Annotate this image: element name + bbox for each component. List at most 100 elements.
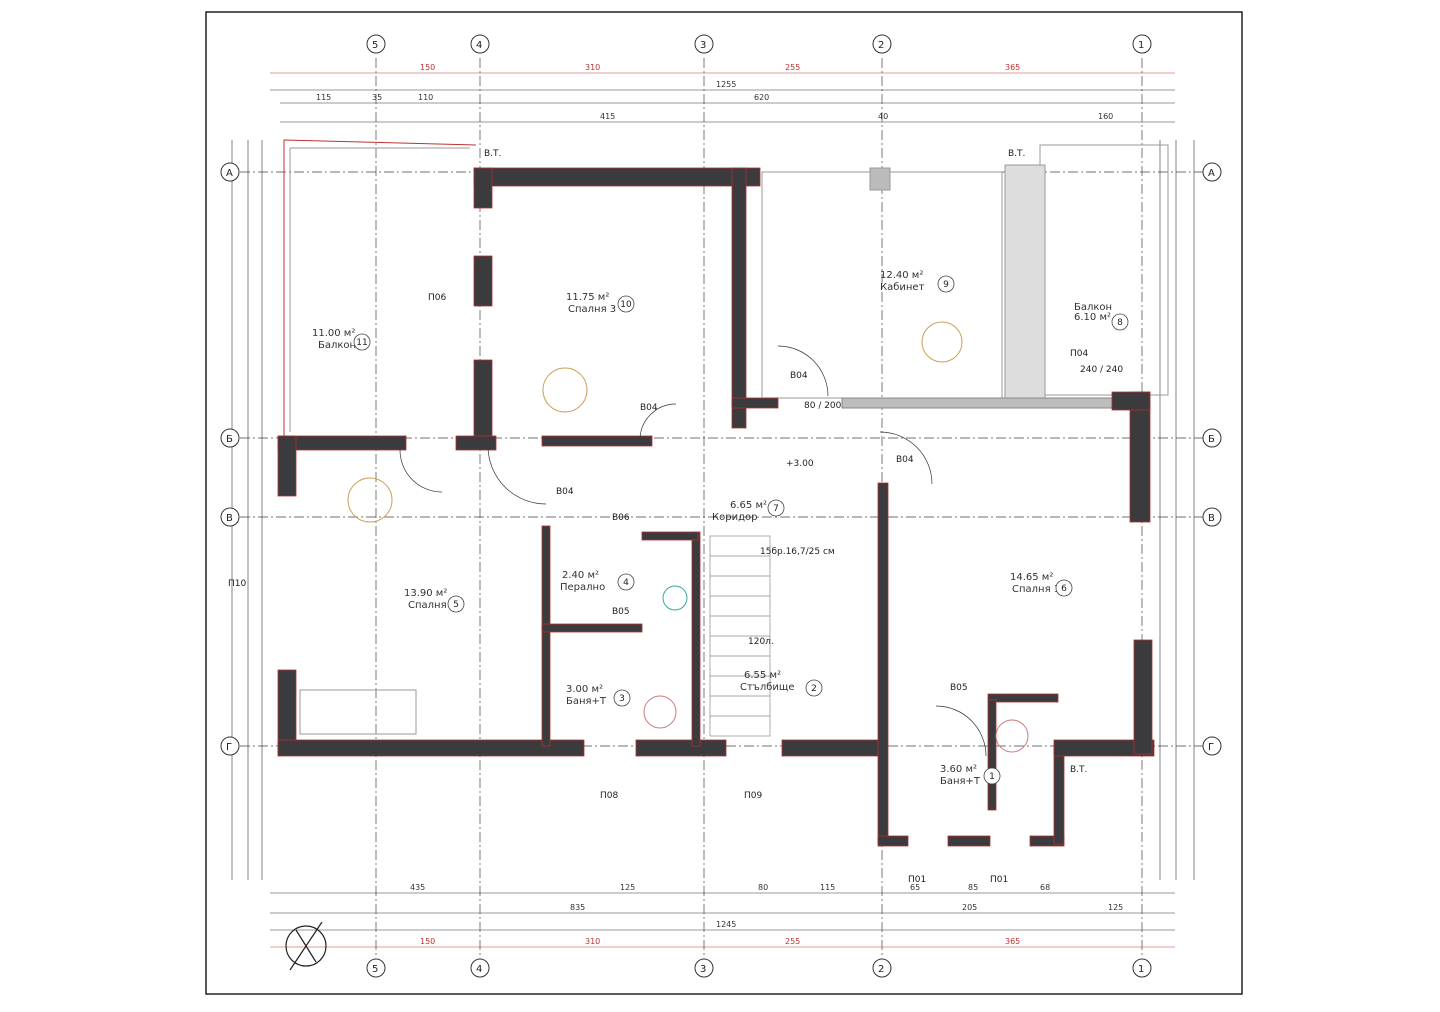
bottom-dim: 435 [410, 883, 425, 892]
room-1-area: 3.60 м² [940, 764, 977, 775]
room-7-name: Коридор [712, 512, 757, 523]
room-number: 4 [623, 578, 629, 588]
window-tag: П01 [908, 875, 926, 885]
room-labels: Балкон 11.00 м² Спалня 3 11.75 м² Кабине… [312, 270, 1112, 787]
room-10-area: 11.75 м² [566, 292, 609, 303]
top-red-dim: 150 [420, 63, 435, 72]
bottom-red-dim: 310 [585, 937, 600, 946]
axis-A-right: A [1208, 168, 1215, 179]
room-9-name: Кабинет [880, 282, 925, 293]
axis-2-top: 2 [878, 40, 884, 51]
room-number-circle [937, 275, 955, 293]
top-dim: 160 [1098, 112, 1113, 121]
door-tag: В04 [896, 455, 914, 465]
room-6-area: 14.65 м² [1010, 572, 1053, 583]
axis-bubble-right [1202, 507, 1222, 527]
room-11-name: Балкон [318, 340, 356, 351]
axis-bubble-left [220, 507, 240, 527]
top-red-dim: 255 [785, 63, 800, 72]
room-number-circle [767, 499, 785, 517]
room-3-name: Баня+Т [566, 696, 607, 707]
axis-bubble-top [1132, 34, 1152, 54]
room-number: 11 [356, 338, 367, 348]
room-number-circle [1111, 313, 1129, 331]
bottom-red-dim: 150 [420, 937, 435, 946]
axis-bubble-bottom [694, 958, 714, 978]
room-7-area: 6.65 м² [730, 500, 767, 511]
top-dim: 415 [600, 112, 615, 121]
axis-B-left: Б [226, 434, 233, 445]
room-5-name: Спалня 2 [408, 600, 456, 611]
bottom-dim: 205 [962, 903, 977, 912]
axis-labels: 5 4 3 2 1 5 4 3 2 1 A Б В Г A Б В Г [226, 40, 1215, 975]
room-2-area: 6.55 м² [744, 670, 781, 681]
stairs-count: 120л. [748, 637, 774, 647]
window-tag: П06 [428, 293, 446, 303]
room-9-area: 12.40 м² [880, 270, 923, 281]
room-8-area: 6.10 м² [1074, 312, 1111, 323]
left-balcony-outline [283, 139, 477, 440]
axis-1-bottom: 1 [1138, 964, 1144, 975]
axis-C-left: В [226, 513, 233, 524]
axis-bubble-top [366, 34, 386, 54]
room-number-circle [613, 689, 631, 707]
axis-bubble-top [694, 34, 714, 54]
door-tag: В06 [612, 513, 630, 523]
room-8-name: Балкон [1074, 302, 1112, 313]
room-11-area: 11.00 м² [312, 328, 355, 339]
axis-bubble-bottom [366, 958, 386, 978]
bottom-dim: 68 [1040, 883, 1050, 892]
axis-A-left: A [226, 168, 233, 179]
axis-D-right: Г [1208, 742, 1214, 753]
room-number-circle [447, 595, 465, 613]
room-number: 10 [620, 300, 632, 310]
axis-3-bottom: 3 [700, 964, 706, 975]
level-mark: +3.00 [786, 459, 814, 469]
axis-bubble-right [1202, 736, 1222, 756]
room-4-name: Перално [560, 582, 605, 593]
room-number-circle [805, 679, 823, 697]
bottom-dim: 125 [620, 883, 635, 892]
axis-C-right: В [1208, 513, 1215, 524]
axis-bubble-bottom [1132, 958, 1152, 978]
axis-3-top: 3 [700, 40, 706, 51]
axis-bubble-left [220, 428, 240, 448]
room-1-name: Баня+Т [940, 776, 981, 787]
room-2-name: Стълбище [740, 682, 795, 693]
room-number: 3 [619, 694, 625, 704]
axis-D-left: Г [226, 742, 232, 753]
door-tag: В04 [790, 371, 808, 381]
dimension-texts: 150 310 255 365 1255 115 35 110 620 415 … [316, 63, 1123, 946]
axis-bubble-left [220, 736, 240, 756]
room-number: 2 [811, 684, 817, 694]
walls [277, 167, 1155, 847]
room-10-name: Спалня 3 [568, 304, 616, 315]
axis-4-top: 4 [476, 40, 482, 51]
window-tag: П04 [1070, 349, 1088, 359]
door-tag: В04 [640, 403, 658, 413]
axis-bubble-top [470, 34, 490, 54]
upper-right-faint-area [761, 144, 1169, 409]
sheet-border [205, 11, 1243, 995]
top-dim: 115 [316, 93, 331, 102]
bottom-dim: 115 [820, 883, 835, 892]
door-swings [399, 345, 987, 757]
bottom-red-dim: 255 [785, 937, 800, 946]
room-6-name: Спалня 1 [1012, 584, 1060, 595]
axis-B-right: Б [1208, 434, 1215, 445]
bt-mark-top: В.Т. [484, 149, 501, 159]
top-red-dim: 310 [585, 63, 600, 72]
axis-bubble-right [1202, 162, 1222, 182]
room-number: 5 [453, 600, 459, 610]
opening-tags: В04 В04 В04 В04 В05 В05 В06 П01 П01 П04 … [228, 149, 1123, 885]
stairs [709, 535, 771, 737]
north-arrow [285, 921, 327, 971]
top-total-dim: 1255 [716, 80, 736, 89]
axis-5-top: 5 [372, 40, 378, 51]
door-tag: В04 [556, 487, 574, 497]
bt-mark-bottom: В.Т. [1070, 765, 1087, 775]
axis-bubble-top [872, 34, 892, 54]
room-number-circle [983, 767, 1001, 785]
window-tag: П10 [228, 579, 246, 589]
room-4-area: 2.40 м² [562, 570, 599, 581]
